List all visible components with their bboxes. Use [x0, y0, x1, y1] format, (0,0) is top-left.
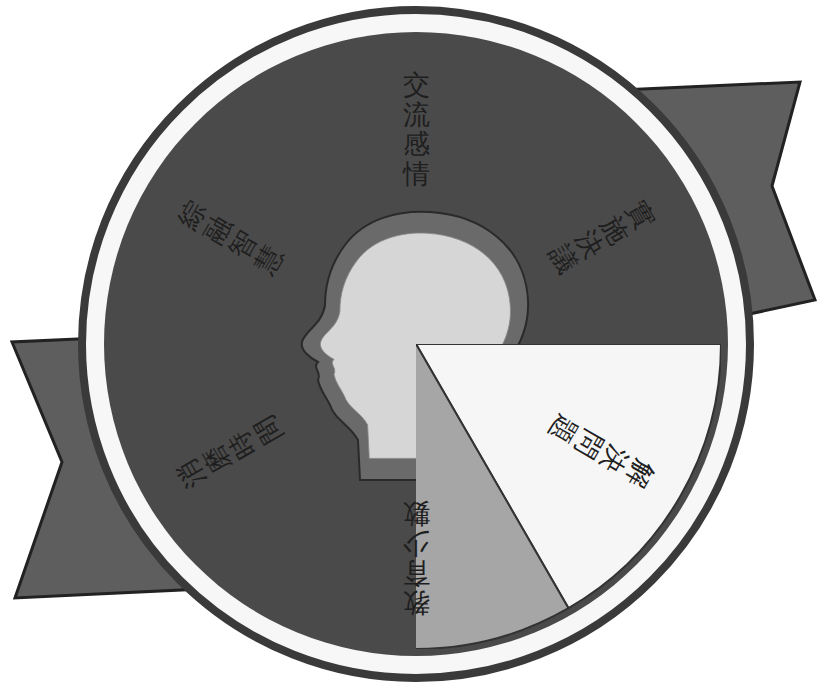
segment-wedge	[416, 80, 721, 344]
segment-shape	[111, 39, 721, 649]
segment-wedge	[111, 80, 416, 344]
segment-label: 教育少數	[403, 500, 430, 619]
segment-wedge	[111, 344, 416, 608]
inner-ring	[104, 32, 728, 656]
outer-ring	[82, 10, 750, 678]
wheel-segment: 綜融智慧	[111, 39, 721, 649]
segment-label: 交流感情	[403, 70, 430, 189]
